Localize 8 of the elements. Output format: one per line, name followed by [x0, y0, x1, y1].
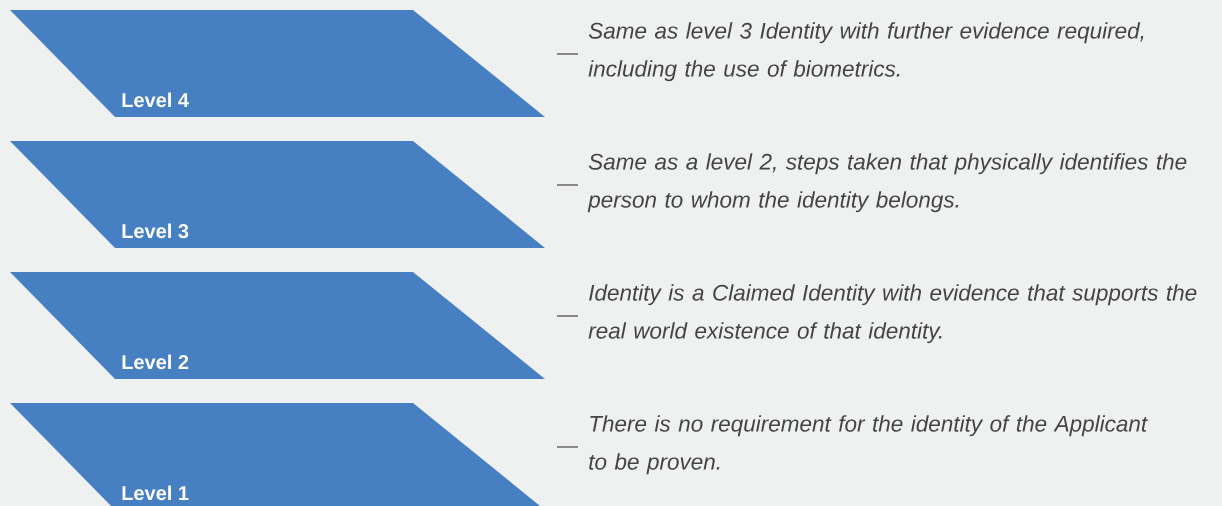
description-text: Same as level 3 Identity with further evidence required, including the use of biometrics.	[588, 22, 1144, 82]
description-text: There is no requirement for the identity of the Applicant to be proven.	[589, 415, 1148, 475]
level-band: Level 1	[10, 403, 545, 506]
level-band: Level 4	[10, 10, 545, 117]
description-text: Same as a level 2, steps taken that physically identifies the person to whom the identity belongs.	[587, 153, 1187, 213]
description-text: Identity is a Claimed Identity with evidence that supports the real world existence of that identity.	[588, 284, 1197, 344]
level-band: Level 2	[10, 272, 545, 379]
level-band: Level 3	[10, 141, 545, 248]
